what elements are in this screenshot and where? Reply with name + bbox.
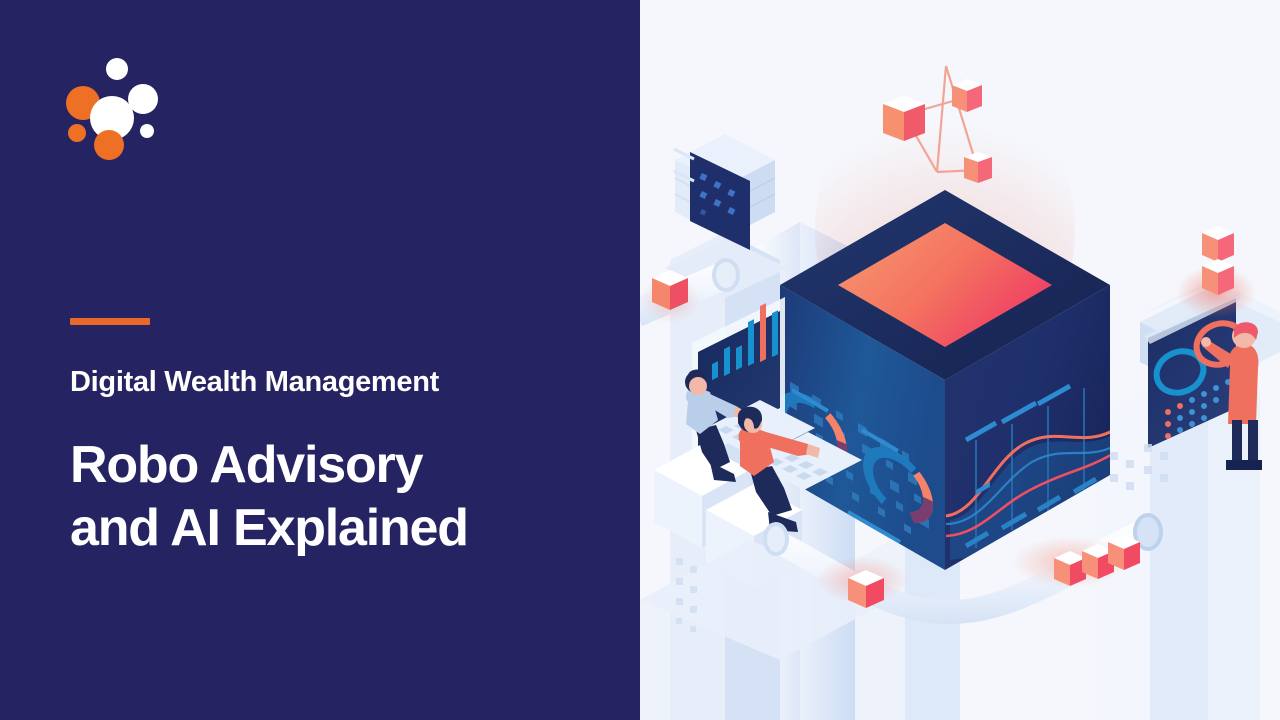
pipeline-cube-upper	[652, 270, 688, 310]
hero-illustration	[640, 0, 1280, 720]
logo-dot-top-white	[106, 58, 128, 80]
dot-cluster-logo[interactable]	[66, 58, 162, 160]
cube-right-face-tick	[976, 481, 990, 496]
isometric-ai-data-cube-scene	[640, 0, 1280, 720]
cube-top-glow-aperture	[838, 223, 1052, 347]
tower-window-specks	[676, 444, 1168, 632]
accent-rule	[70, 318, 150, 325]
page-title: Robo Advisory and AI Explained	[70, 434, 630, 561]
donut-gauge-2	[863, 446, 933, 524]
eyebrow-text: Digital Wealth Management	[70, 366, 440, 398]
node-cube-3	[964, 152, 992, 183]
floating-cube-upper	[1202, 226, 1234, 262]
person-right-standing	[1201, 322, 1262, 470]
pipeline-cube-b	[1054, 551, 1086, 586]
pipeline-upper-left	[640, 258, 740, 326]
logo-dot-bottom-orange	[94, 130, 124, 160]
server-tower-screen	[673, 147, 750, 250]
pipeline-cube-d	[1108, 535, 1140, 570]
node-cube-2	[883, 96, 925, 141]
left-monitor-bar-chart	[712, 303, 778, 381]
left-content-panel: Digital Wealth Management Robo Advisory …	[0, 0, 640, 720]
stacked-cubes-right	[1176, 226, 1256, 318]
logo-dot-small-white	[140, 124, 154, 138]
node-cube-1	[952, 79, 982, 112]
pipeline-cube-a	[848, 570, 884, 608]
headline-line-1: Robo Advisory	[70, 436, 423, 494]
logo-dot-right-white	[128, 84, 158, 114]
floating-cube-lower	[1202, 259, 1234, 295]
headline-line-2: and AI Explained	[70, 499, 469, 558]
logo-dot-small-orange	[68, 124, 86, 142]
pipeline-lower	[763, 513, 1163, 624]
person-left-seated-2	[737, 406, 820, 532]
